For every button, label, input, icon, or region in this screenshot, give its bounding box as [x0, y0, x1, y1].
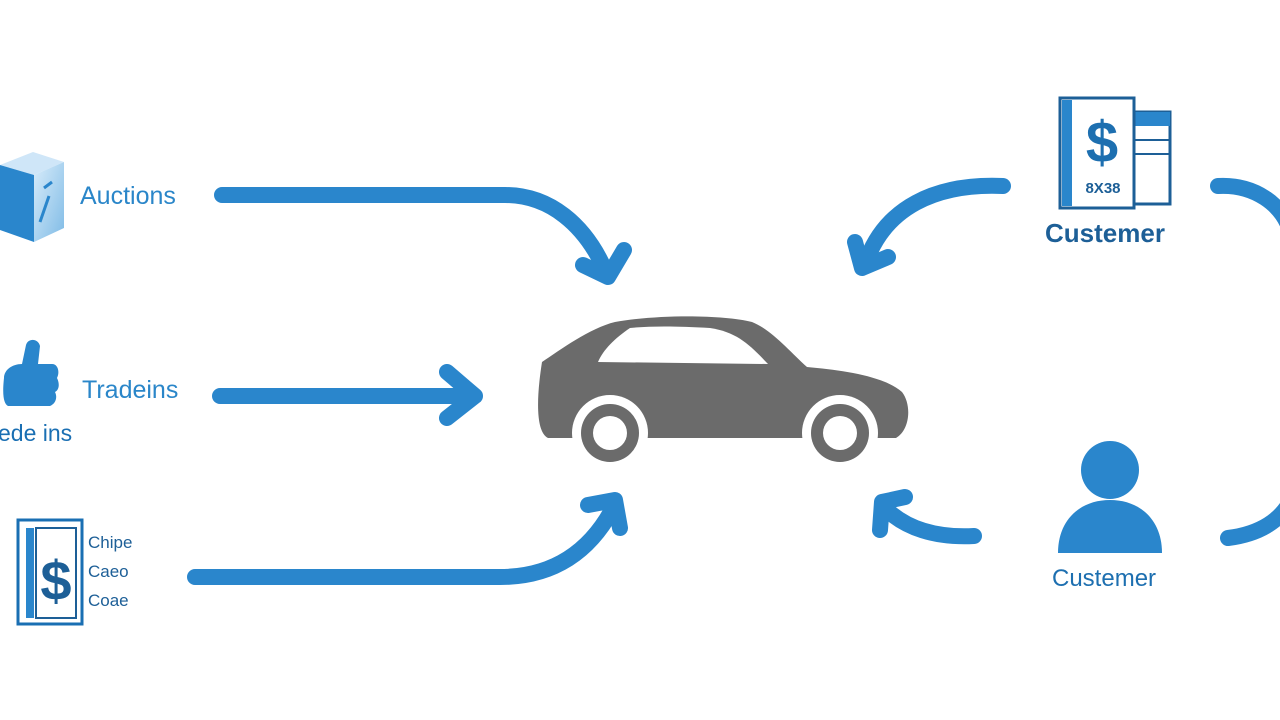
thumbs-up-icon: [3, 339, 59, 406]
label-code-line-2: Caeo: [88, 562, 129, 581]
label-tradeins: Tradeins: [82, 376, 179, 404]
receipt-dollar-glyph: $: [1086, 110, 1118, 175]
label-auctions: Auctions: [80, 182, 176, 210]
car-icon: [538, 316, 909, 471]
receipt-code-text: 8X38: [1085, 180, 1120, 197]
label-code-line-1: Chipe: [88, 533, 133, 552]
person-icon: [1058, 441, 1162, 553]
arrow-auctions-to-car: [214, 187, 632, 285]
arrow-code-to-car: [187, 492, 628, 585]
label-customer-bottom: Custemer: [1052, 565, 1157, 592]
arrow-customer-top-to-car: [847, 177, 1011, 276]
dollar-glyph: $: [40, 549, 71, 612]
cube-icon: [0, 152, 64, 242]
label-tradeins-secondary: ede ins: [0, 420, 73, 446]
receipt-icon: $ 8X38: [1058, 96, 1172, 210]
arrow-tradeins-to-car: [212, 364, 483, 426]
dollar-card-icon: $: [16, 518, 84, 626]
label-code-line-3: Coae: [88, 591, 129, 610]
car-window: [598, 326, 768, 364]
arrow-customer-bottom-to-car: [872, 489, 982, 545]
cycle-arc-right: [1210, 177, 1280, 546]
label-customer-top: Custemer: [1045, 218, 1165, 248]
